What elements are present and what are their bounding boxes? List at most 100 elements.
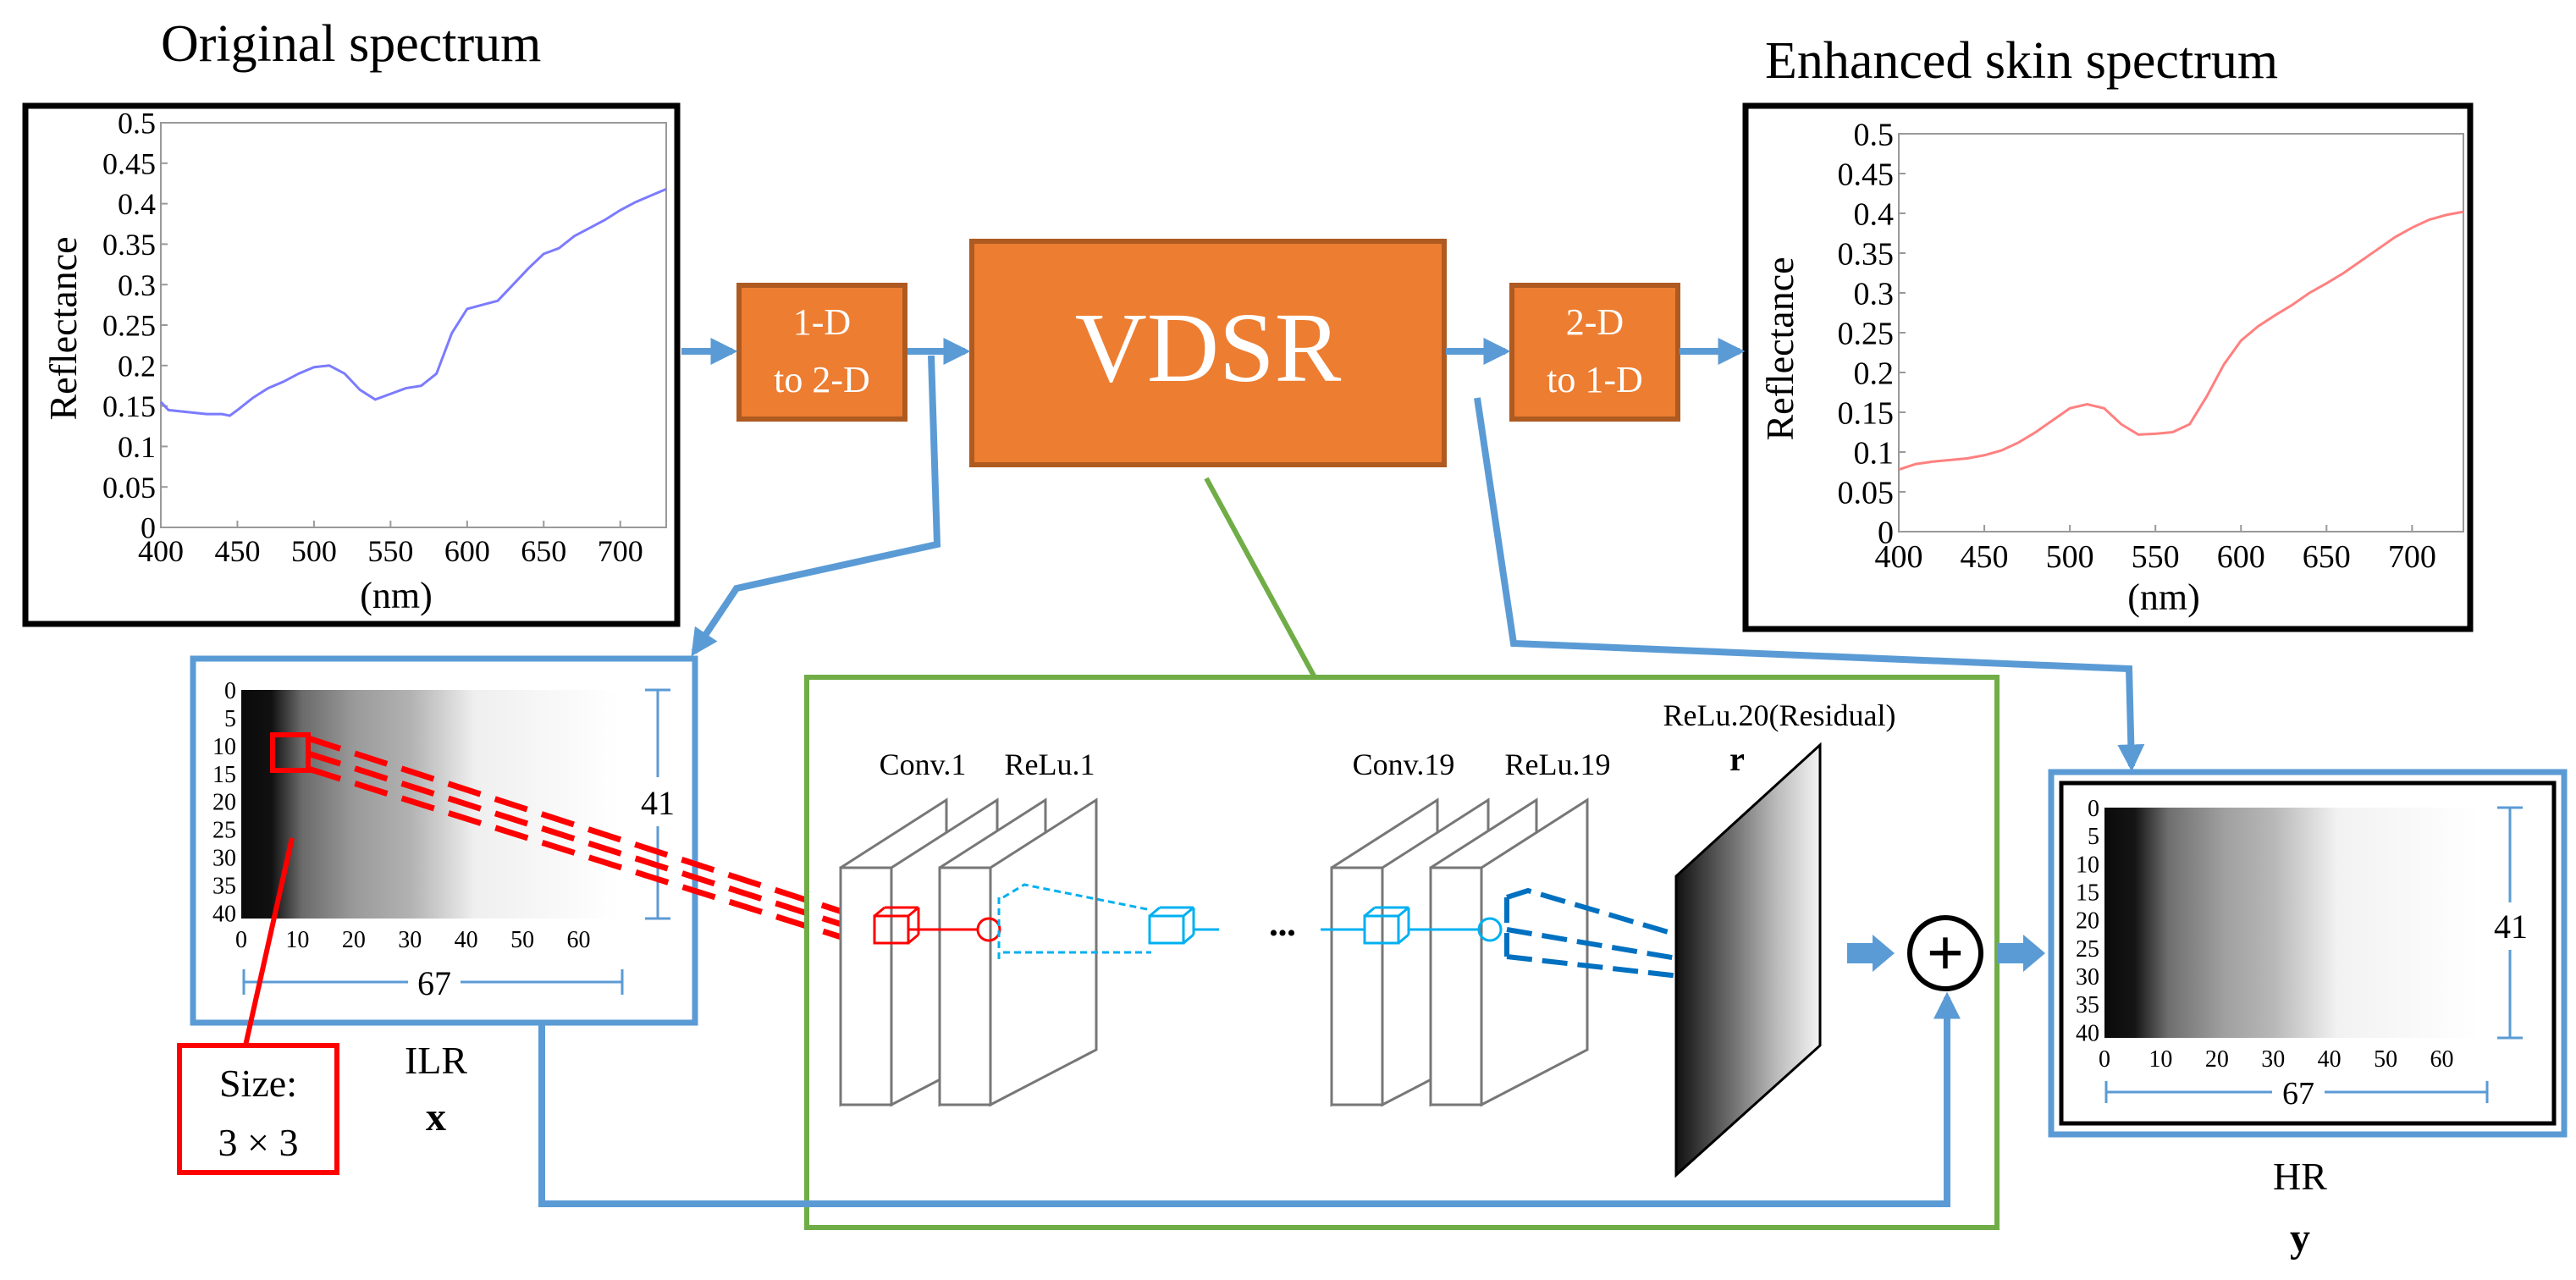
relu19-label: ReLu.19 <box>1505 748 1611 781</box>
svg-text:+: + <box>1927 916 1964 990</box>
image-y-tick: 0 <box>224 678 236 704</box>
residual-block-arrow <box>1847 935 1895 972</box>
sum-node: + <box>1907 915 1983 991</box>
y-tick-label: 0.15 <box>1838 395 1895 431</box>
original-plot-area <box>160 122 667 528</box>
kernel-projection-lines <box>306 735 878 952</box>
y-tick-label: 0.05 <box>1838 475 1895 510</box>
svg-text:3 × 3: 3 × 3 <box>218 1121 299 1164</box>
svg-text:to 1-D: to 1-D <box>1547 359 1643 400</box>
y-tick-label: 0.4 <box>118 187 156 221</box>
x-tick-label: 650 <box>521 534 566 568</box>
kernel-box <box>270 732 311 773</box>
image-y-tick: 10 <box>2076 852 2099 878</box>
image-y-tick: 5 <box>2088 824 2099 850</box>
x-tick-label: 600 <box>444 534 490 568</box>
residual-map <box>1674 742 1822 1178</box>
svg-text:1-D: 1-D <box>793 301 851 343</box>
y-tick-label: 0.45 <box>102 146 156 180</box>
size-label-box: Size: 3 × 3 <box>177 1043 339 1175</box>
y-tick-label: 0.4 <box>1854 196 1895 232</box>
image-y-tick: 0 <box>2088 796 2099 822</box>
original-xlabel: (nm) <box>360 575 433 616</box>
image-x-tick: 0 <box>235 927 247 953</box>
image-y-tick: 20 <box>212 790 236 816</box>
conv19-label: Conv.19 <box>1353 748 1455 781</box>
x-tick-label: 400 <box>1875 539 1923 575</box>
image-y-tick: 30 <box>2076 964 2099 990</box>
hr-label: HR <box>2273 1155 2327 1198</box>
x-tick-label: 500 <box>291 534 337 568</box>
image-y-tick: 35 <box>212 873 236 899</box>
ilr-label: ILR <box>405 1039 467 1082</box>
image-y-tick: 40 <box>2076 1020 2099 1046</box>
x-tick-label: 700 <box>598 534 643 568</box>
image-y-tick: 30 <box>212 846 236 872</box>
original-spectrum-title: Original spectrum <box>161 15 541 73</box>
hr-variable: y <box>2290 1216 2310 1261</box>
image-x-tick: 20 <box>2205 1046 2229 1073</box>
image-x-tick: 10 <box>285 927 309 953</box>
x-tick-label: 500 <box>2046 539 2094 575</box>
ellipsis: ••• <box>1269 919 1296 947</box>
enhanced-xlabel: (nm) <box>2127 577 2200 618</box>
y-tick-label: 0.1 <box>1854 435 1895 471</box>
image-y-tick: 15 <box>2076 880 2099 907</box>
image-x-tick: 40 <box>2318 1046 2342 1073</box>
image-y-tick: 25 <box>2076 936 2099 963</box>
svg-text:Size:: Size: <box>219 1062 297 1105</box>
ilr-variable: x <box>426 1095 446 1139</box>
original-ylabel: Reflectance <box>41 236 85 420</box>
y-tick-label: 0.2 <box>1854 356 1895 391</box>
y-tick-label: 0.25 <box>1838 316 1895 351</box>
enhanced-spectrum-line <box>1898 210 2464 472</box>
image-x-tick: 60 <box>2430 1046 2454 1073</box>
y-tick-label: 0.5 <box>1854 117 1895 152</box>
image-x-tick: 0 <box>2099 1046 2110 1073</box>
image-x-tick: 50 <box>510 927 534 953</box>
original-spectrum-chart: 00.050.10.150.20.250.30.350.40.450.5 400… <box>22 102 681 627</box>
y-tick-label: 0 <box>141 511 156 545</box>
image-x-tick: 60 <box>567 927 591 953</box>
image-y-tick: 10 <box>212 734 236 760</box>
y-tick-label: 0.45 <box>1838 157 1895 192</box>
x-tick-label: 450 <box>214 534 260 568</box>
network-layers <box>839 797 1589 1107</box>
y-tick-label: 0.15 <box>102 389 156 423</box>
image-x-tick: 20 <box>342 927 366 953</box>
svg-text:to 2-D: to 2-D <box>774 359 870 400</box>
output-block-arrow <box>1998 935 2045 972</box>
y-tick-label: 0.1 <box>118 430 156 464</box>
skip-connection <box>538 991 1961 1207</box>
image-x-tick: 50 <box>2374 1046 2397 1073</box>
relu20-label: ReLu.20(Residual) <box>1663 698 1896 732</box>
enhanced-spectrum-chart: 00.050.10.150.20.250.30.350.40.450.5 400… <box>1742 102 2474 632</box>
pipeline-arrows <box>681 338 2145 772</box>
y-tick-label: 0.3 <box>1854 276 1895 312</box>
residual-variable: r <box>1729 740 1745 778</box>
x-tick-label: 400 <box>138 534 184 568</box>
ilr-width-label: 67 <box>417 964 451 1002</box>
y-tick-label: 0.2 <box>118 349 156 383</box>
y-tick-label: 0.35 <box>102 228 156 262</box>
hr-image <box>2104 808 2481 1038</box>
block-1d-to-2d: 1-D to 2-D <box>736 283 907 422</box>
image-y-tick: 5 <box>224 706 236 732</box>
hr-height-label: 41 <box>2494 908 2528 946</box>
image-x-tick: 40 <box>455 927 478 953</box>
y-tick-label: 0.3 <box>118 268 156 302</box>
image-y-tick: 15 <box>212 762 236 788</box>
x-tick-label: 550 <box>2132 539 2180 575</box>
block-vdsr: VDSR <box>969 239 1447 467</box>
y-tick-label: 0.25 <box>102 309 156 343</box>
image-y-tick: 20 <box>2076 908 2099 935</box>
ilr-height-label: 41 <box>641 784 675 822</box>
image-x-tick: 30 <box>2261 1046 2285 1073</box>
size-pointer <box>243 837 295 1046</box>
conv1-label: Conv.1 <box>880 748 967 781</box>
image-y-tick: 25 <box>212 818 236 844</box>
x-tick-label: 650 <box>2303 539 2351 575</box>
x-tick-label: 550 <box>367 534 413 568</box>
